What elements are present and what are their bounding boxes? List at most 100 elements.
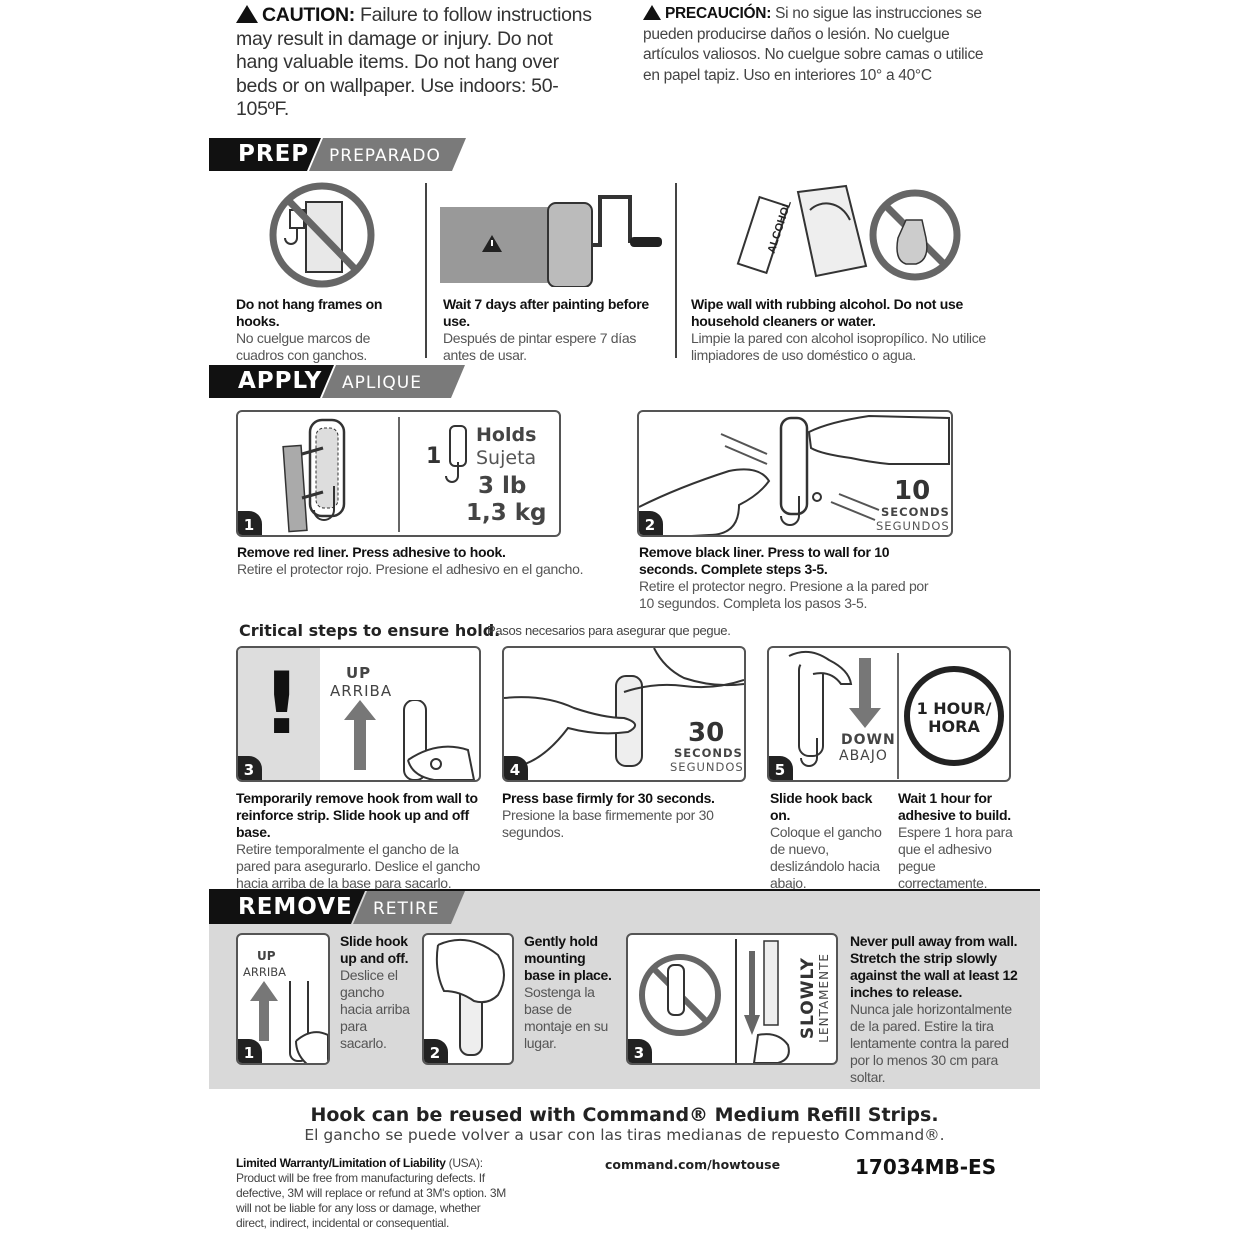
- hook-quantity: 1: [426, 444, 442, 469]
- critical-step4-panel: 30 SECONDS SEGUNDOS 4: [502, 646, 746, 782]
- critical-title: Critical steps to ensure hold.: [239, 621, 501, 640]
- up-label: UP: [257, 949, 276, 963]
- remove-step2-panel: 2: [422, 933, 514, 1065]
- section-divider: [209, 889, 1040, 891]
- prep-subtitle: PREPARADO: [309, 138, 466, 171]
- critical-wait-es: Espere 1 hora para que el adhesivo pegue…: [898, 824, 1013, 891]
- remove-step1-es: Deslice el gancho hacia arriba para saca…: [340, 967, 410, 1051]
- apply-step1-panel: 1 Holds Sujeta 3 lb 1,3 kg 1: [236, 410, 561, 537]
- critical-step5-bold: Slide hook back on.: [770, 790, 873, 823]
- critical-step4-caption: Press base firmly for 30 seconds. Presio…: [502, 790, 742, 841]
- ten-seconds-count: 10: [894, 476, 931, 506]
- remove-step2-bold: Gently hold mounting base in place.: [524, 933, 612, 983]
- remove-step1-caption: Slide hook up and off. Deslice el gancho…: [340, 933, 412, 1052]
- warning-icon: [643, 5, 661, 20]
- prep-title: PREP: [209, 138, 321, 171]
- seconds-label: SECONDS: [674, 746, 743, 760]
- reuse-note-es: El gancho se puede volver a usar con las…: [304, 1126, 945, 1144]
- step-number: 2: [639, 511, 663, 535]
- paint-roller-icon: [440, 195, 662, 287]
- apply-step2-panel: 10 SECONDS SEGUNDOS 2: [637, 410, 953, 537]
- apply-step2-es: Retire el protector negro. Presione a la…: [639, 578, 929, 611]
- critical-step3-panel: ! UP ARRIBA 3: [236, 646, 481, 782]
- hook-strip-icon: [282, 418, 346, 533]
- up-arrow-hook-icon: [250, 981, 328, 1063]
- caution-label: CAUTION:: [262, 4, 355, 26]
- remove-subtitle: RETIRE: [353, 891, 465, 924]
- step-number: 2: [424, 1039, 448, 1063]
- critical-step5-panel: DOWN ABAJO 1 HOUR/ HORA 5: [767, 646, 1011, 782]
- press-base-icon: [504, 648, 744, 769]
- apply-step2-bold: Remove black liner. Press to wall for 10…: [639, 544, 890, 577]
- critical-step4-bold: Press base firmly for 30 seconds.: [502, 790, 715, 806]
- prep-item-painting: Wait 7 days after painting before use. D…: [443, 296, 668, 364]
- hold-base-icon: [435, 938, 505, 1056]
- no-frames-icon: [269, 182, 375, 288]
- arriba-label: ARRIBA: [330, 682, 393, 700]
- prep-item-alcohol: Wipe wall with rubbing alcohol. Do not u…: [691, 296, 1011, 364]
- prep-painting-es: Después de pintar espere 7 días antes de…: [443, 330, 637, 363]
- weight-kg: 1,3 kg: [466, 500, 547, 526]
- thirty-seconds-count: 30: [688, 718, 725, 748]
- product-sku: 17034MB-ES: [855, 1155, 997, 1179]
- slowly-label: SLOWLY: [798, 957, 818, 1040]
- abajo-label: ABAJO: [839, 748, 888, 764]
- prep-alcohol-es: Limpie la pared con alcohol isopropílico…: [691, 330, 986, 363]
- holds-label: Holds: [476, 424, 537, 446]
- critical-step3-es: Retire temporalmente el gancho de la par…: [236, 841, 481, 891]
- apply-step1-caption: Remove red liner. Press adhesive to hook…: [237, 544, 597, 578]
- step-number: 1: [238, 1039, 262, 1063]
- critical-wait-bold: Wait 1 hour for adhesive to build.: [898, 790, 1011, 823]
- remove-step1-panel: UP ARRIBA 1: [236, 933, 330, 1065]
- weight-lb: 3 lb: [478, 473, 527, 499]
- alcohol-wipe-icon: ALCOHOL: [736, 184, 961, 281]
- caution-spanish: PRECAUCIÓN: Si no sigue las instruccione…: [643, 4, 1003, 86]
- apply-subtitle: APLIQUE: [322, 365, 465, 398]
- prep-alcohol-bold: Wipe wall with rubbing alcohol. Do not u…: [691, 296, 963, 329]
- lentamente-label: LENTAMENTE: [817, 953, 831, 1043]
- segundos-label: SEGUNDOS: [670, 760, 744, 774]
- remove-step3-caption: Never pull away from wall. Stretch the s…: [850, 933, 1018, 1086]
- down-label: DOWN: [841, 732, 896, 748]
- slide-down-hook-icon: [788, 650, 881, 767]
- warranty-text: Limited Warranty/Limitation of Liability…: [236, 1156, 506, 1231]
- press-to-wall-icon: [639, 414, 950, 535]
- clock-icon: [904, 666, 1004, 766]
- step-number: 5: [769, 756, 793, 780]
- howto-url: command.com/howtouse: [605, 1157, 781, 1172]
- hour-label: 1 HOUR/: [916, 699, 992, 718]
- critical-step4-es: Presione la base firmemente por 30 segun…: [502, 807, 714, 840]
- remove-step2-es: Sostenga la base de montaje en su lugar.: [524, 984, 609, 1051]
- warranty-region: (USA):: [448, 1156, 484, 1170]
- critical-step3-caption: Temporarily remove hook from wall to rei…: [236, 790, 486, 892]
- warning-icon: [236, 5, 258, 23]
- up-arrow-hook-icon: [344, 700, 476, 780]
- apply-step1-es: Retire el protector rojo. Presione el ad…: [237, 561, 584, 577]
- hora-label: HORA: [928, 717, 980, 736]
- one-hour-label: 1 HOUR/ HORA: [909, 700, 999, 736]
- caution-english: CAUTION: Failure to follow instructions …: [236, 4, 596, 122]
- remove-step3-es: Nunca jale horizontalmente de la pared. …: [850, 1001, 1012, 1085]
- critical-wait-caption: Wait 1 hour for adhesive to build. Esper…: [898, 790, 1018, 892]
- apply-title: APPLY: [209, 365, 334, 398]
- small-hook-icon: [445, 425, 467, 483]
- remove-step1-bold: Slide hook up and off.: [340, 933, 409, 966]
- critical-title-es: Pasos necesarios para asegurar que pegue…: [487, 623, 731, 638]
- exclamation-icon: !: [262, 654, 302, 754]
- critical-step3-bold: Temporarily remove hook from wall to rei…: [236, 790, 478, 840]
- step-number: 1: [238, 511, 262, 535]
- seconds-label: SECONDS: [881, 505, 950, 519]
- warranty-title: Limited Warranty/Limitation of Liability: [236, 1156, 446, 1170]
- stretch-slowly-icon: [639, 939, 790, 1063]
- critical-step5-es: Coloque el gancho de nuevo, deslizándolo…: [770, 824, 882, 891]
- reuse-note: Hook can be reused with Command® Medium …: [310, 1104, 939, 1126]
- up-label: UP: [346, 664, 372, 682]
- prep-frames-bold: Do not hang frames on hooks.: [236, 296, 383, 329]
- precaucion-label: PRECAUCIÓN:: [665, 5, 772, 22]
- caution-text: Failure to follow instructions may resul…: [236, 4, 592, 120]
- remove-step3-bold: Never pull away from wall. Stretch the s…: [850, 933, 1018, 1000]
- remove-section: [209, 891, 1040, 1089]
- prep-painting-bold: Wait 7 days after painting before use.: [443, 296, 649, 329]
- remove-step3-panel: SLOWLY LENTAMENTE 3: [626, 933, 838, 1065]
- step-number: 4: [504, 756, 528, 780]
